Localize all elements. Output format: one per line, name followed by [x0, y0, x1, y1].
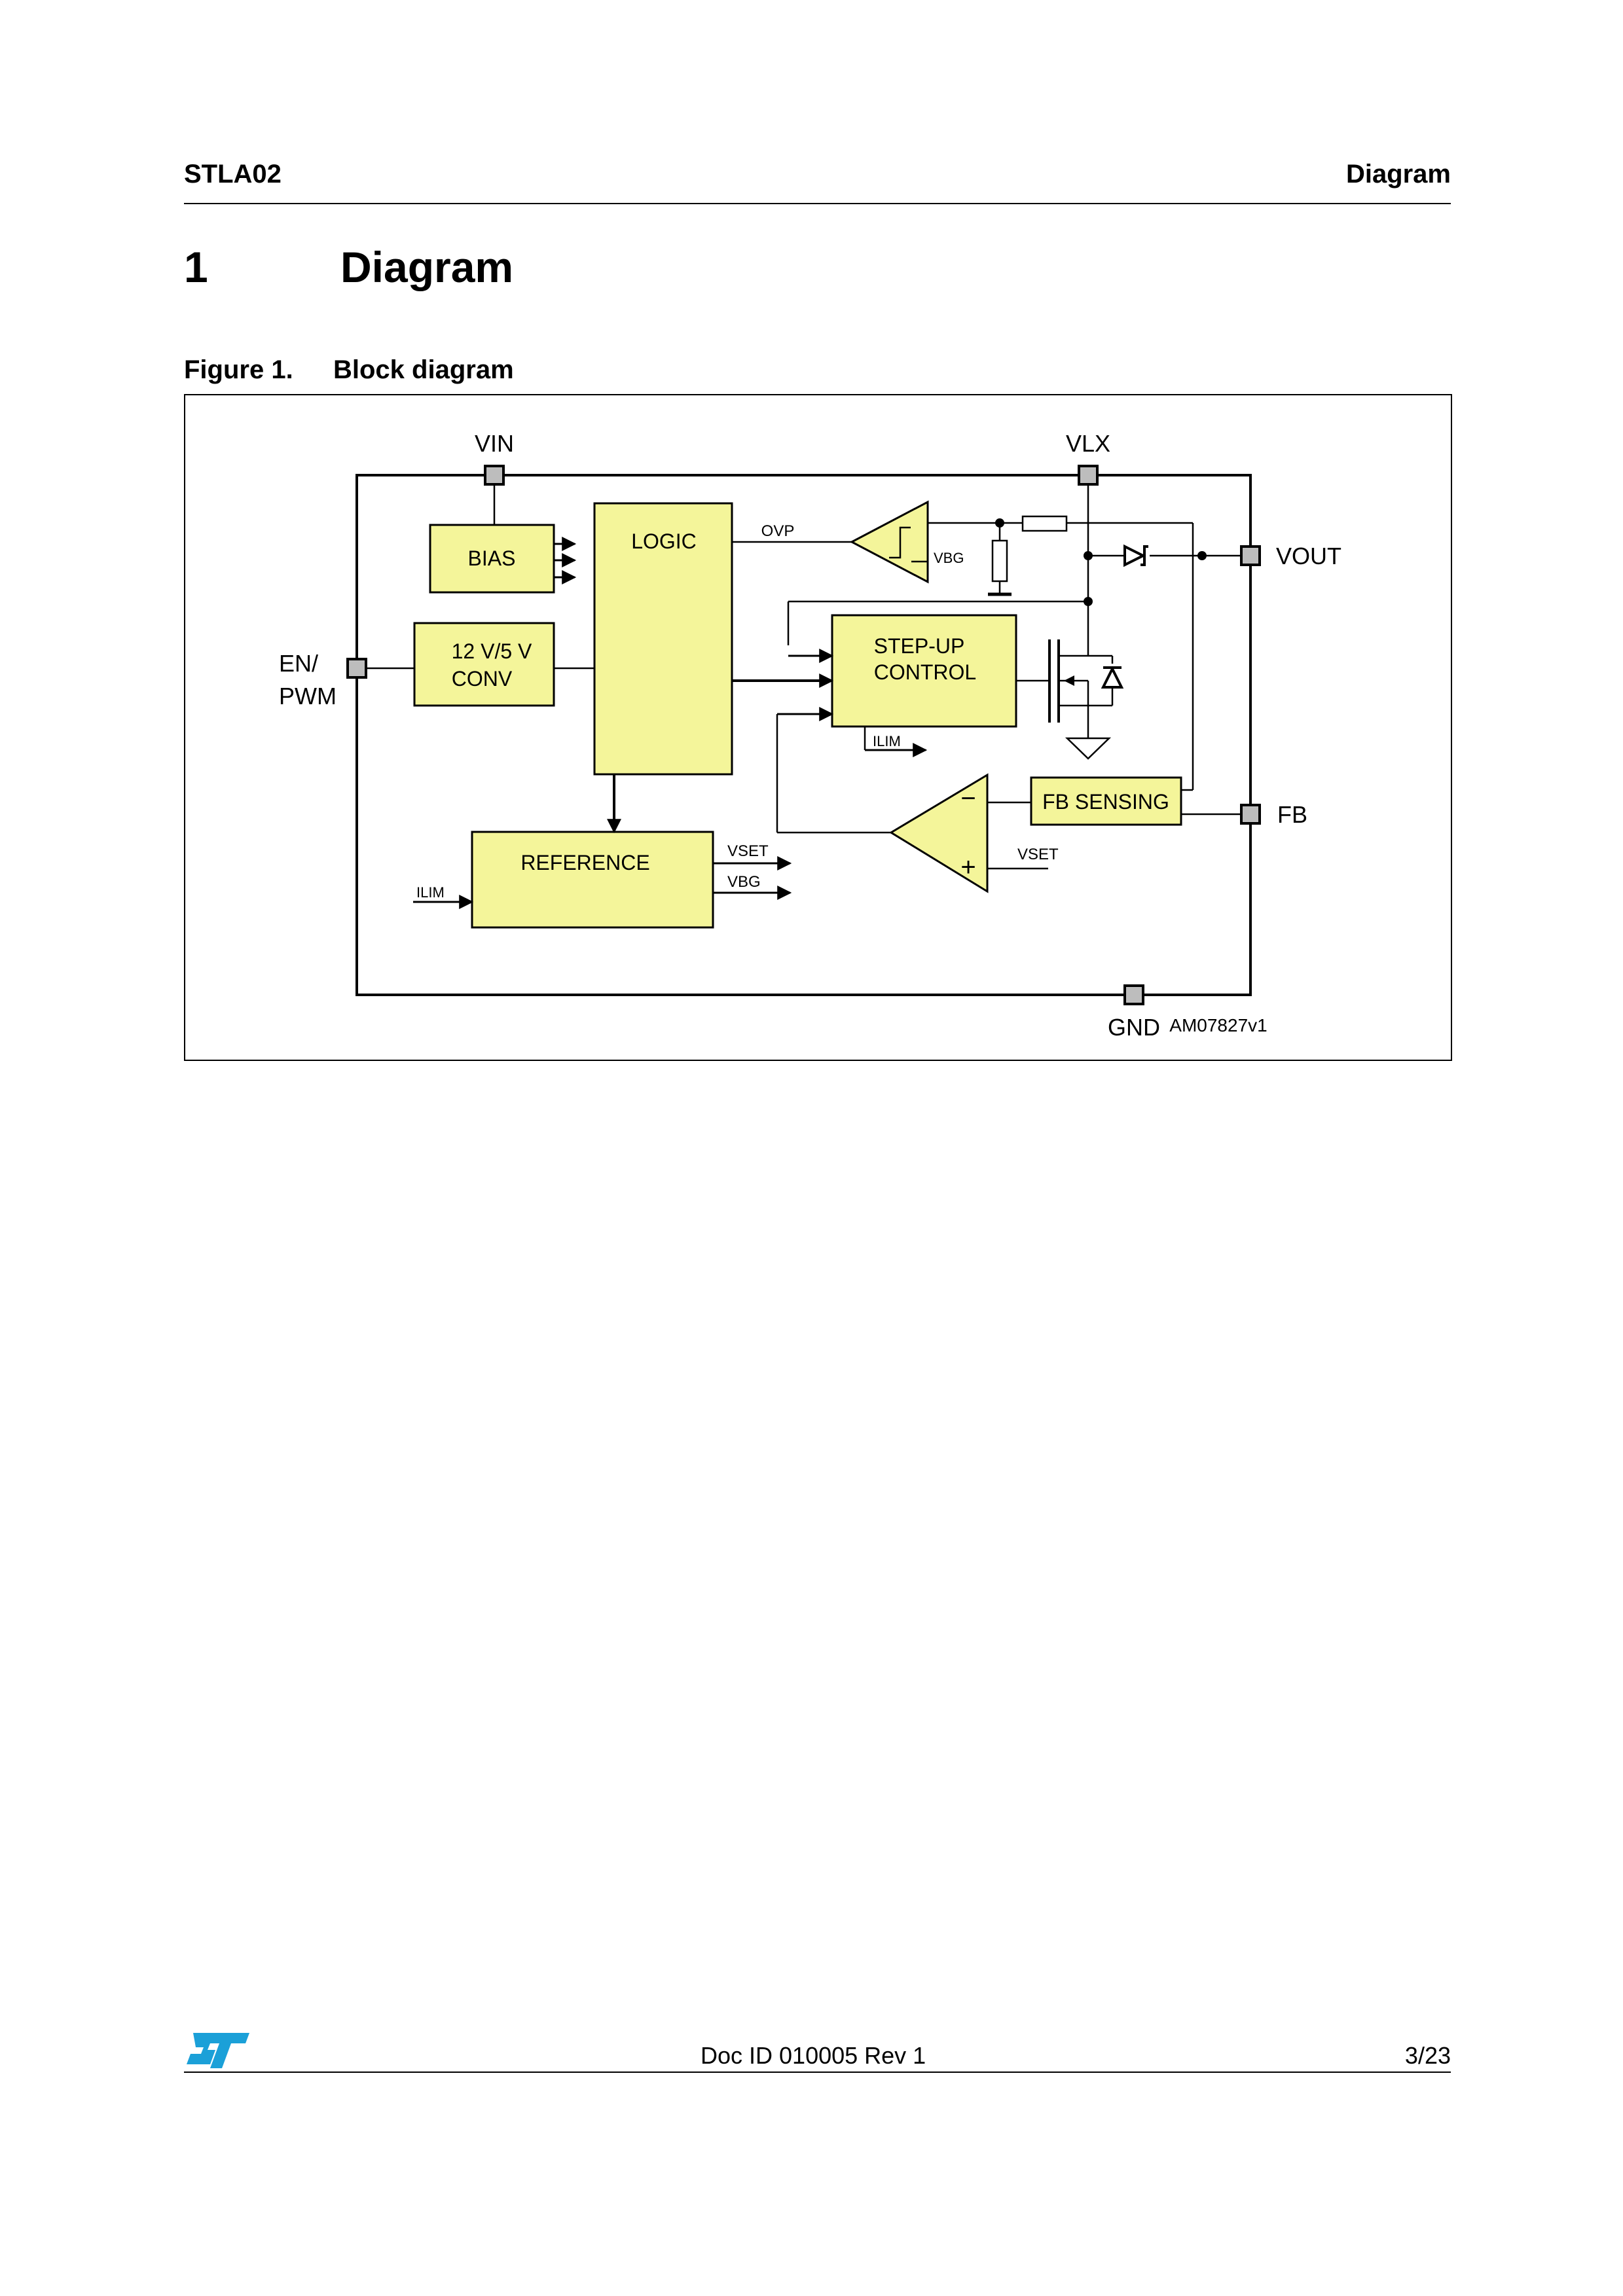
ovp-label: OVP [761, 522, 795, 540]
wires [366, 484, 1241, 870]
vset-amp-label: VSET [1017, 846, 1059, 863]
vlx-label: VLX [1066, 430, 1110, 457]
junction-dot [995, 518, 1004, 528]
resistor-divider-icon [991, 539, 1008, 583]
footer-doc-id: Doc ID 010005 Rev 1 [701, 2042, 926, 2069]
stepup-label-1: STEP-UP [874, 634, 965, 658]
stepup-control-block [831, 614, 1017, 728]
conv-block [413, 622, 555, 707]
vout-label: VOUT [1276, 543, 1341, 569]
vbg-comp-label: VBG [934, 550, 964, 566]
figure-title: Block diagram [333, 355, 514, 384]
schottky-diode-icon [1123, 544, 1148, 567]
figure-label: Figure 1. [184, 355, 293, 384]
ilim-stepup-label: ILIM [873, 733, 901, 749]
header-rule [184, 203, 1451, 204]
figure-frame [184, 394, 1452, 1061]
en-pwm-pin [346, 658, 367, 679]
junction-dot [1084, 597, 1093, 606]
stepup-label-2: CONTROL [874, 660, 976, 684]
gnd-label: GND [1108, 1014, 1160, 1041]
vset-ref-label: VSET [727, 842, 769, 860]
body-diode-icon [1101, 666, 1124, 689]
conv-label-1: 12 V/5 V [452, 639, 532, 663]
header-product: STLA02 [184, 160, 282, 188]
error-amplifier [889, 773, 989, 893]
fb-label: FB [1277, 801, 1307, 828]
arrows [413, 537, 928, 909]
pwm-label: PWM [279, 683, 337, 709]
en-label: EN/ [279, 650, 318, 677]
junction-dot [1197, 551, 1207, 560]
logic-block [593, 502, 733, 776]
reference-block [471, 831, 714, 929]
ilim-ref-label: ILIM [416, 884, 445, 901]
bias-label: BIAS [468, 547, 516, 570]
st-logo [187, 2033, 249, 2068]
reference-label: REFERENCE [520, 851, 649, 874]
vlx-pin [1078, 465, 1099, 486]
vbg-ref-label: VBG [727, 873, 761, 891]
fb-pin [1240, 804, 1261, 825]
fb-sensing-label: FB SENSING [1042, 790, 1169, 814]
conv-label-2: CONV [452, 667, 513, 691]
figure-id: AM07827v1 [1169, 1015, 1267, 1035]
ovp-comparator [849, 500, 929, 584]
vin-label: VIN [475, 430, 514, 457]
vout-pin [1240, 545, 1261, 566]
bias-block [429, 524, 555, 594]
junction-dot [1084, 551, 1093, 560]
hysteresis-icon [889, 526, 911, 559]
amp-plus-sign: + [960, 853, 976, 882]
vin-pin [484, 465, 505, 486]
gnd-pin [1123, 984, 1144, 1005]
section-title: Diagram [340, 243, 514, 291]
fet-arrow-icon [1064, 675, 1074, 686]
logic-label: LOGIC [631, 529, 697, 553]
fb-sensing-block [1030, 776, 1182, 826]
footer-rule [184, 2072, 1451, 2073]
section-number: 1 [184, 243, 208, 291]
footer-page-number: 3/23 [1404, 2042, 1451, 2069]
ground-icon [1065, 737, 1112, 760]
block-diagram: VIN VLX VOUT EN/ PWM FB GND AM07827v1 BI… [279, 430, 1341, 1041]
amp-minus-sign: − [960, 784, 976, 813]
resistor-series-icon [1021, 515, 1068, 532]
chip-outline [356, 474, 1252, 996]
header-section: Diagram [1345, 160, 1451, 188]
